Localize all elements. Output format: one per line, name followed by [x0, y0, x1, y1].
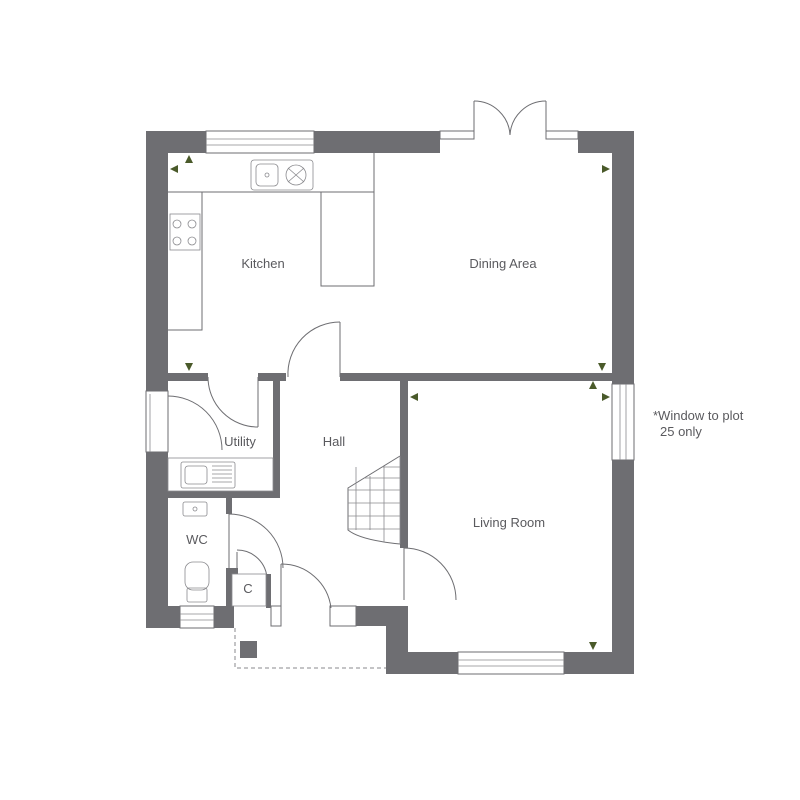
kitchen-sink-icon — [250, 159, 314, 191]
porch-outline — [234, 628, 386, 669]
wall-right-lower — [612, 460, 634, 674]
porch-post — [240, 641, 257, 658]
marker-dining-bottom — [598, 363, 606, 371]
wall-left-lower — [146, 452, 168, 628]
marker-dining-right — [602, 165, 610, 173]
doors — [149, 100, 547, 609]
measurement-markers — [170, 155, 610, 650]
walls — [146, 131, 634, 674]
room-label-cupboard: C — [243, 581, 252, 596]
room-label-living: Living Room — [473, 515, 545, 530]
note-line-1: *Window to plot — [653, 408, 744, 423]
wall-bottom-living-left — [386, 652, 458, 674]
wc-basin-icon — [182, 501, 208, 517]
room-label-hall: Hall — [323, 434, 346, 449]
wall-cupboard-right — [266, 574, 271, 608]
wall-right-upper — [612, 131, 634, 384]
wall-wc-right-lower — [226, 568, 232, 608]
wall-internal-kitchen-stub — [168, 373, 208, 381]
wall-top-middle — [314, 131, 440, 153]
marker-living-left — [410, 393, 418, 401]
wall-wc-right — [226, 498, 232, 514]
fixtures — [167, 457, 274, 607]
note-line-2: 25 only — [660, 424, 702, 439]
wall-internal-utility-stub — [258, 373, 286, 381]
wall-utility-bottom — [168, 491, 280, 498]
window-wc — [179, 605, 215, 629]
window-living-front — [457, 651, 565, 675]
room-label-kitchen: Kitchen — [241, 256, 284, 271]
marker-living-top — [589, 381, 597, 389]
window-kitchen — [205, 130, 315, 154]
window-dining-right — [545, 130, 579, 140]
wall-bottom-living-right — [564, 652, 634, 674]
utility-sink-icon — [180, 461, 236, 489]
marker-kitchen-bottom — [185, 363, 193, 371]
marker-kitchen-left — [170, 165, 178, 173]
window-note: *Window to plot 25 only — [653, 408, 744, 439]
utility-worktop — [167, 457, 274, 492]
kitchen-units — [168, 153, 375, 331]
frontdoor-frame-left — [270, 605, 282, 627]
marker-living-right — [602, 393, 610, 401]
window-dining-left — [439, 130, 475, 140]
utility-door-frame — [145, 390, 169, 453]
room-label-wc: WC — [186, 532, 208, 547]
wall-cupboard-top — [226, 568, 238, 574]
window-living-side — [611, 383, 635, 461]
marker-living-bottom — [589, 642, 597, 650]
frontdoor-frame-right — [329, 605, 357, 627]
windows — [145, 130, 635, 675]
staircase — [347, 455, 401, 545]
room-labels: Kitchen Dining Area Utility Hall Living … — [186, 256, 545, 596]
wall-internal-horizontal — [340, 373, 612, 381]
hob-icon — [169, 213, 201, 251]
wall-left-upper — [146, 131, 168, 391]
room-label-dining: Dining Area — [469, 256, 537, 271]
room-label-utility: Utility — [224, 434, 256, 449]
toilet-icon — [186, 587, 208, 603]
wall-hall-living — [400, 381, 408, 548]
wall-utility-hall — [273, 381, 280, 498]
marker-kitchen-top — [185, 155, 193, 163]
